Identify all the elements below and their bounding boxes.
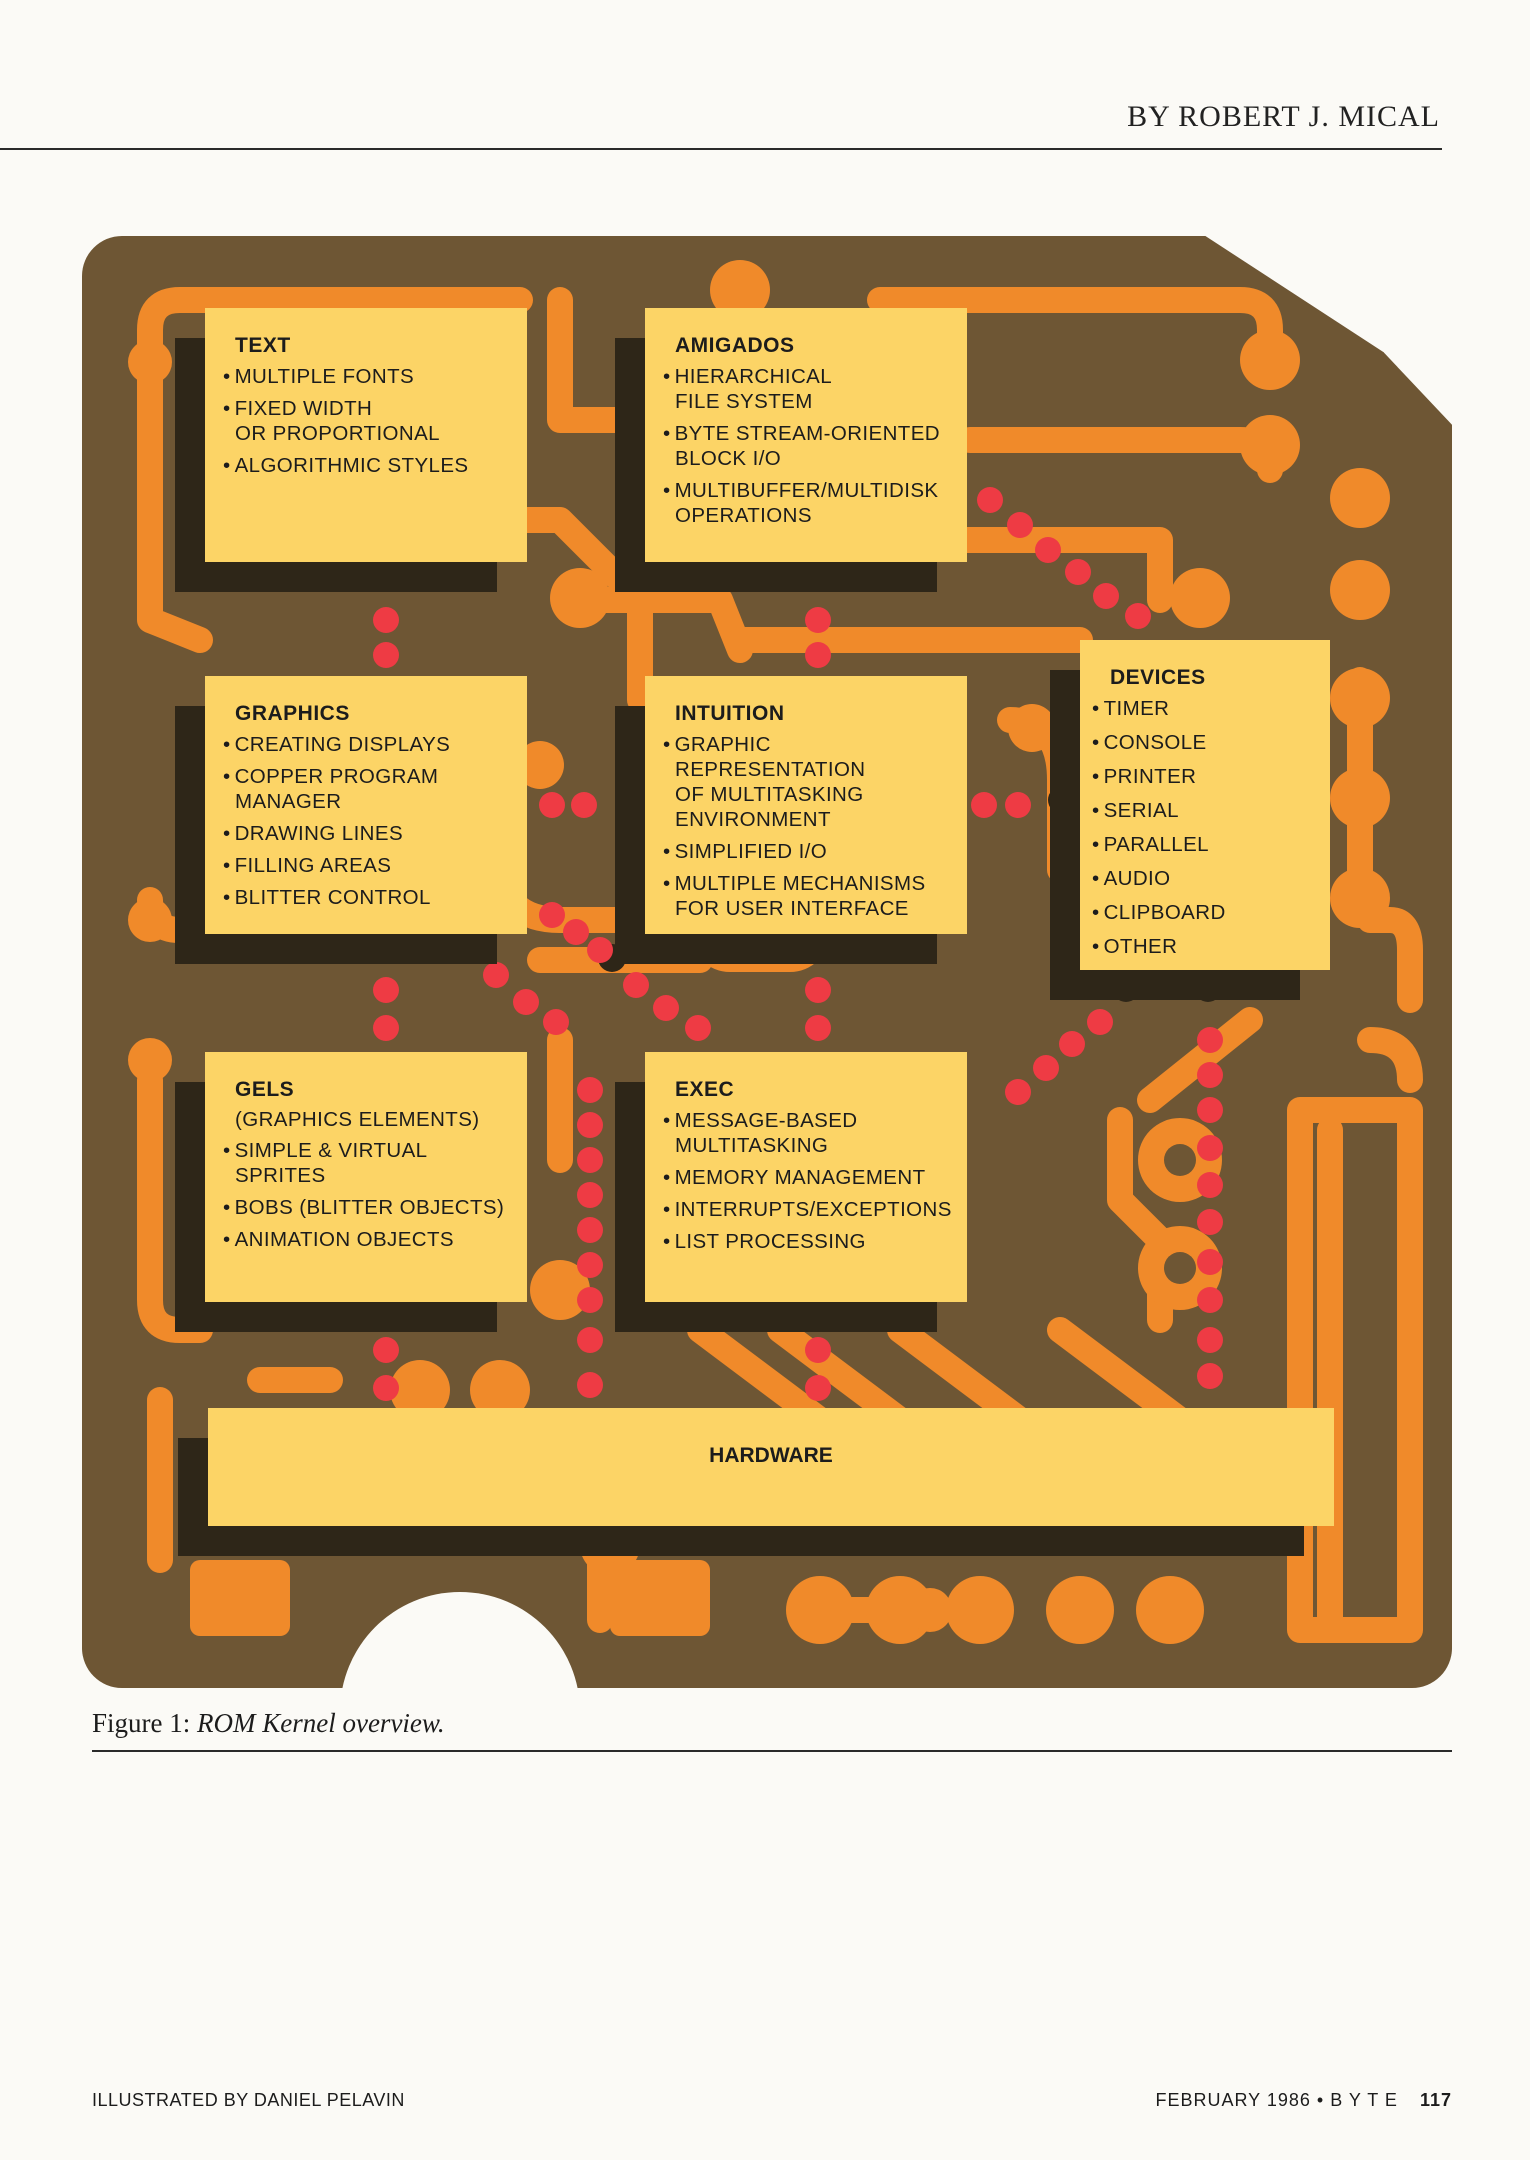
devices-item: AUDIO <box>1088 866 1320 891</box>
gels-box-subtitle: (GRAPHICS ELEMENTS) <box>235 1108 480 1131</box>
gels-box: GELS (GRAPHICS ELEMENTS) SIMPLE & VIRTUA… <box>205 1052 527 1302</box>
devices-item: OTHER <box>1088 934 1320 959</box>
graphics-box: GRAPHICS CREATING DISPLAYS COPPER PROGRA… <box>205 676 527 934</box>
amigados-item: BYTE STREAM-ORIENTED BLOCK I/O <box>659 421 957 471</box>
exec-item: LIST PROCESSING <box>659 1229 957 1254</box>
devices-box-title: DEVICES <box>1110 666 1206 689</box>
text-item: MULTIPLE FONTS <box>219 364 517 389</box>
devices-box: DEVICES TIMER CONSOLE PRINTER SERIAL PAR… <box>1080 640 1330 970</box>
gels-box-title: GELS <box>235 1078 295 1101</box>
intuition-box-title: INTUITION <box>675 702 785 725</box>
exec-box: EXEC MESSAGE-BASED MULTITASKING MEMORY M… <box>645 1052 967 1302</box>
graphics-item: DRAWING LINES <box>219 821 517 846</box>
graphics-item: BLITTER CONTROL <box>219 885 517 910</box>
graphics-item: CREATING DISPLAYS <box>219 732 517 757</box>
devices-item: CLIPBOARD <box>1088 900 1320 925</box>
gels-item: BOBS (BLITTER OBJECTS) <box>219 1195 517 1220</box>
amigados-item: MULTIBUFFER/MULTIDISK OPERATIONS <box>659 478 957 528</box>
devices-item: TIMER <box>1088 696 1320 721</box>
caption-text: ROM Kernel overview. <box>197 1708 445 1738</box>
intuition-box: INTUITION GRAPHIC REPRESENTATION OF MULT… <box>645 676 967 934</box>
text-box-title: TEXT <box>235 334 291 357</box>
board-notch <box>340 1592 580 1832</box>
exec-item: MESSAGE-BASED MULTITASKING <box>659 1108 957 1158</box>
gels-item: SIMPLE & VIRTUAL SPRITES <box>219 1138 517 1188</box>
page-footer: FEBRUARY 1986 • B Y T E 117 <box>1156 2090 1453 2111</box>
text-box: TEXT MULTIPLE FONTS FIXED WIDTH OR PROPO… <box>205 308 527 562</box>
devices-item: PARALLEL <box>1088 832 1320 857</box>
text-item: FIXED WIDTH OR PROPORTIONAL <box>219 396 517 446</box>
amigados-box-title: AMIGADOS <box>675 334 795 357</box>
exec-item: MEMORY MANAGEMENT <box>659 1165 957 1190</box>
hardware-box: HARDWARE <box>208 1408 1334 1526</box>
illustrator-credit: ILLUSTRATED BY DANIEL PELAVIN <box>92 2090 405 2110</box>
text-item: ALGORITHMIC STYLES <box>219 453 517 478</box>
intuition-item: GRAPHIC REPRESENTATION OF MULTITASKING E… <box>659 732 957 832</box>
devices-item: CONSOLE <box>1088 730 1320 755</box>
amigados-item: HIERARCHICAL FILE SYSTEM <box>659 364 957 414</box>
byline: BY ROBERT J. MICAL <box>1127 100 1440 133</box>
caption-label: Figure 1: <box>92 1708 191 1738</box>
devices-item: SERIAL <box>1088 798 1320 823</box>
intuition-item: SIMPLIFIED I/O <box>659 839 957 864</box>
header-rule <box>0 148 1442 150</box>
caption-rule <box>92 1750 1452 1752</box>
amigados-box: AMIGADOS HIERARCHICAL FILE SYSTEM BYTE S… <box>645 308 967 562</box>
exec-box-title: EXEC <box>675 1078 735 1101</box>
graphics-item: FILLING AREAS <box>219 853 517 878</box>
graphics-box-title: GRAPHICS <box>235 702 350 725</box>
gels-item: ANIMATION OBJECTS <box>219 1227 517 1252</box>
devices-item: PRINTER <box>1088 764 1320 789</box>
figure-caption: Figure 1: ROM Kernel overview. <box>92 1708 445 1739</box>
graphics-item: COPPER PROGRAM MANAGER <box>219 764 517 814</box>
exec-item: INTERRUPTS/EXCEPTIONS <box>659 1197 957 1222</box>
hardware-box-title: HARDWARE <box>709 1444 833 1467</box>
issue-label: FEBRUARY 1986 • B Y T E <box>1155 2090 1398 2110</box>
page-number: 117 <box>1419 2090 1452 2110</box>
intuition-item: MULTIPLE MECHANISMS FOR USER INTERFACE <box>659 871 957 921</box>
